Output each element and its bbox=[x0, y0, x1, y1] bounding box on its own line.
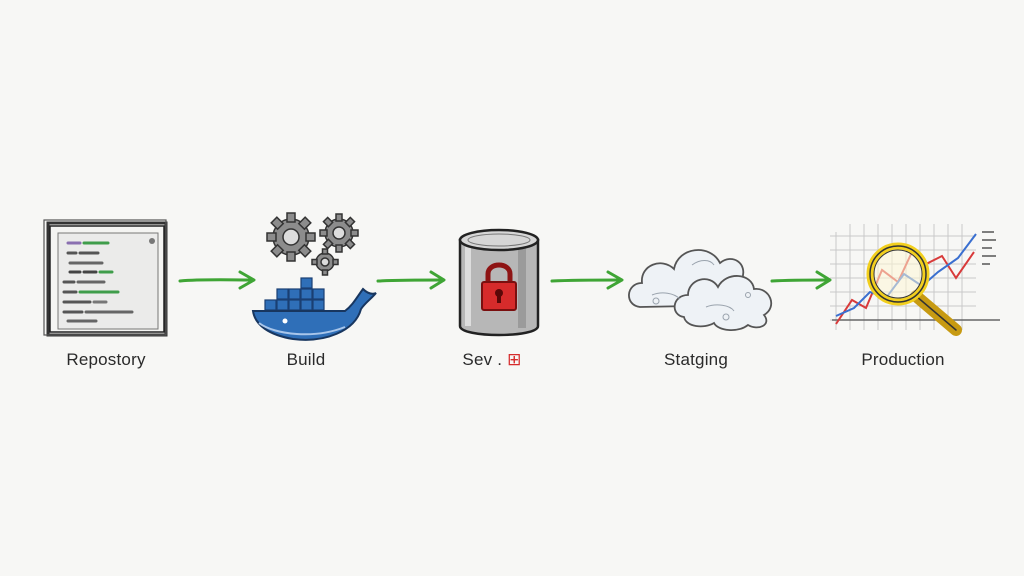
build-stage bbox=[245, 205, 385, 350]
flow-arrow-3 bbox=[550, 270, 624, 290]
flow-arrow-2 bbox=[376, 270, 446, 290]
production-stage bbox=[826, 212, 1006, 342]
security-label-text: Sev . bbox=[462, 350, 503, 369]
code-window-icon bbox=[43, 219, 168, 337]
flow-arrow-1 bbox=[178, 270, 256, 290]
security-label: Sev . ⊞ bbox=[412, 350, 572, 370]
docker-whale-gears-icon bbox=[251, 212, 377, 341]
build-label: Build bbox=[286, 350, 326, 369]
repository-stage bbox=[40, 215, 175, 340]
repository-label: Repostory bbox=[66, 350, 146, 369]
security-label-mark: ⊞ bbox=[507, 350, 522, 369]
security-stage bbox=[452, 222, 547, 347]
flow-arrow-4 bbox=[770, 270, 832, 290]
staging-label: Statging bbox=[664, 350, 728, 369]
staging-stage bbox=[622, 225, 787, 335]
cloud-icon bbox=[628, 249, 773, 331]
locked-cylinder-icon bbox=[458, 228, 540, 337]
magnifier-chart-icon bbox=[830, 224, 1000, 336]
production-label: Production bbox=[861, 350, 945, 369]
